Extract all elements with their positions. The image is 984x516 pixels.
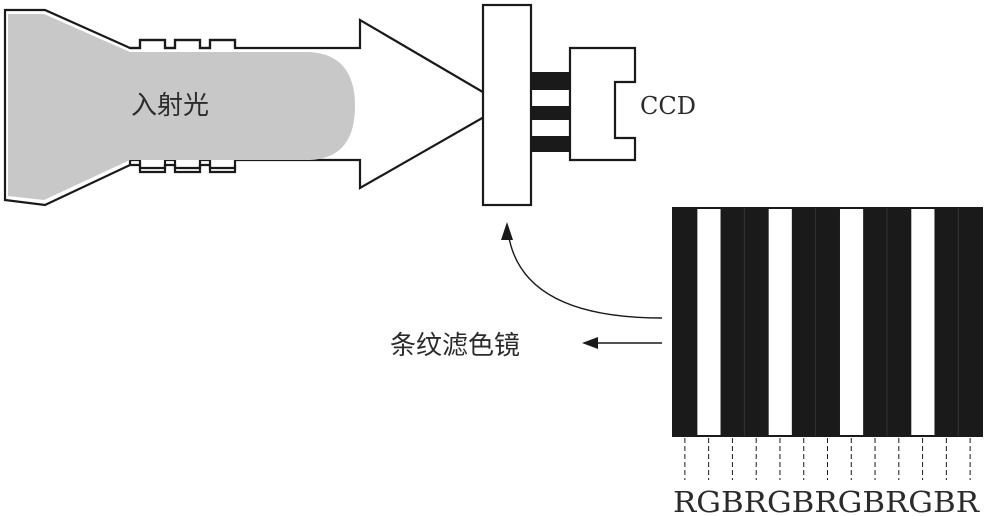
stripe-filter-label: 条纹滤色镜 (390, 331, 520, 361)
stripe-band-3 (720, 208, 745, 436)
ccd-connector-top (531, 72, 571, 90)
incident-light-label: 入射光 (131, 91, 209, 121)
stripe-band-9 (863, 208, 888, 436)
incident-light-arrow-crenel-bottom (130, 163, 237, 174)
stripe-filter-plate (481, 3, 533, 207)
ccd-connector-bottom (531, 136, 571, 152)
stripe-band-4 (744, 208, 769, 436)
stripe-band-13 (958, 208, 983, 436)
curved-pointer-line (507, 231, 663, 319)
label-pointer-arrowhead (582, 337, 598, 349)
incident-light-arrow-crenel-top (130, 38, 237, 50)
stripe-band-6 (791, 208, 817, 436)
stripe-band-12 (934, 208, 959, 436)
stripe-pattern-panel (672, 207, 983, 437)
ccd-connector-middle (531, 106, 571, 120)
incident-light-beam (8, 14, 355, 200)
curved-pointer-arrowhead (501, 222, 513, 240)
ccd-label: CCD (640, 92, 696, 120)
stripe-tick-lines (684, 438, 971, 480)
stripe-sequence-label: RGBRGBRGBRGBR (673, 485, 980, 516)
stripe-band-7 (815, 208, 840, 436)
stripe-band-1 (673, 208, 698, 436)
ccd-sensor-body (568, 46, 637, 162)
stripe-band-10 (886, 208, 912, 436)
